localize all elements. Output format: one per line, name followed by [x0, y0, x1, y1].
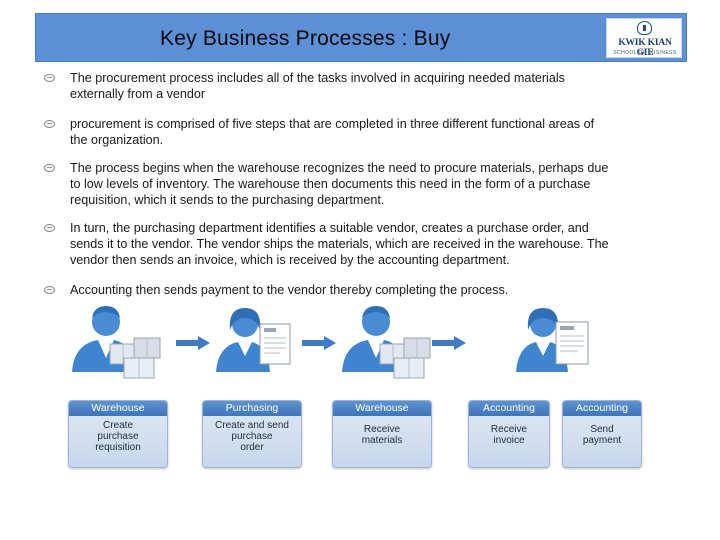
step-action: Send payment [582, 424, 622, 446]
step-action: Receive invoice [490, 424, 528, 446]
step-department: Warehouse [69, 401, 167, 416]
step-action: Create purchase requisition [95, 420, 141, 453]
step-department: Warehouse [333, 401, 431, 416]
school-logo: KWIK KIAN GIE SCHOOL OF BUSINESS [606, 18, 682, 58]
page-title: Key Business Processes : Buy [160, 27, 451, 50]
bullet-icon [44, 74, 55, 82]
warehouse-worker-icon [72, 306, 161, 379]
step-action: Create and send purchase order [215, 420, 289, 453]
procurement-diagram: Warehouse Create purchase requisition Pu… [60, 300, 645, 475]
bullet-icon [44, 120, 55, 128]
bullet-line: the organization. [70, 133, 164, 147]
logo-emblem-icon [637, 21, 652, 35]
bullet-line: Accounting then sends payment to the ven… [70, 283, 509, 297]
bullet-line: sends it to the vendor. The vendor ships… [70, 237, 609, 251]
step-create-requisition: Warehouse Create purchase requisition [68, 400, 168, 468]
step-send-payment: Accounting Send payment [562, 400, 642, 468]
bullet-item: procurement is comprised of five steps t… [44, 116, 674, 148]
bullet-list: The procurement process includes all of … [44, 70, 674, 298]
arrow-right-icon [302, 336, 336, 350]
bullet-icon [44, 224, 55, 232]
bullet-line: The process begins when the warehouse re… [70, 161, 609, 175]
accountant-icon [516, 308, 589, 372]
step-action: Receive materials [361, 424, 403, 446]
step-department: Accounting [563, 401, 641, 416]
step-department: Purchasing [203, 401, 301, 416]
bullet-item: Accounting then sends payment to the ven… [44, 282, 674, 298]
bullet-item: In turn, the purchasing department ident… [44, 220, 674, 268]
bullet-line: externally from a vendor [70, 87, 206, 101]
bullet-line: The procurement process includes all of … [70, 71, 565, 85]
arrow-right-icon [176, 336, 210, 350]
logo-subtitle: SCHOOL OF BUSINESS [613, 50, 677, 56]
bullet-line: In turn, the purchasing department ident… [70, 221, 589, 235]
bullet-icon [44, 286, 55, 294]
step-receive-invoice: Accounting Receive invoice [468, 400, 550, 468]
step-create-purchase-order: Purchasing Create and send purchase orde… [202, 400, 302, 468]
bullet-icon [44, 164, 55, 172]
bullet-line: procurement is comprised of five steps t… [70, 117, 595, 131]
logo-name: KWIK KIAN GIE [618, 38, 672, 58]
title-bar: Key Business Processes : Buy KWIK KIAN G… [35, 13, 687, 62]
bullet-item: The procurement process includes all of … [44, 70, 674, 102]
bullet-item: The process begins when the warehouse re… [44, 160, 674, 208]
bullet-line: requisition, which it sends to the purch… [70, 193, 385, 207]
step-department: Accounting [469, 401, 549, 416]
warehouse-worker-icon [342, 306, 431, 379]
step-receive-materials: Warehouse Receive materials [332, 400, 432, 468]
bullet-line: vendor then sends an invoice, which is r… [70, 253, 510, 267]
arrow-right-icon [432, 336, 466, 350]
purchasing-agent-icon [216, 308, 291, 372]
bullet-line: to low levels of inventory. The warehous… [70, 177, 591, 191]
